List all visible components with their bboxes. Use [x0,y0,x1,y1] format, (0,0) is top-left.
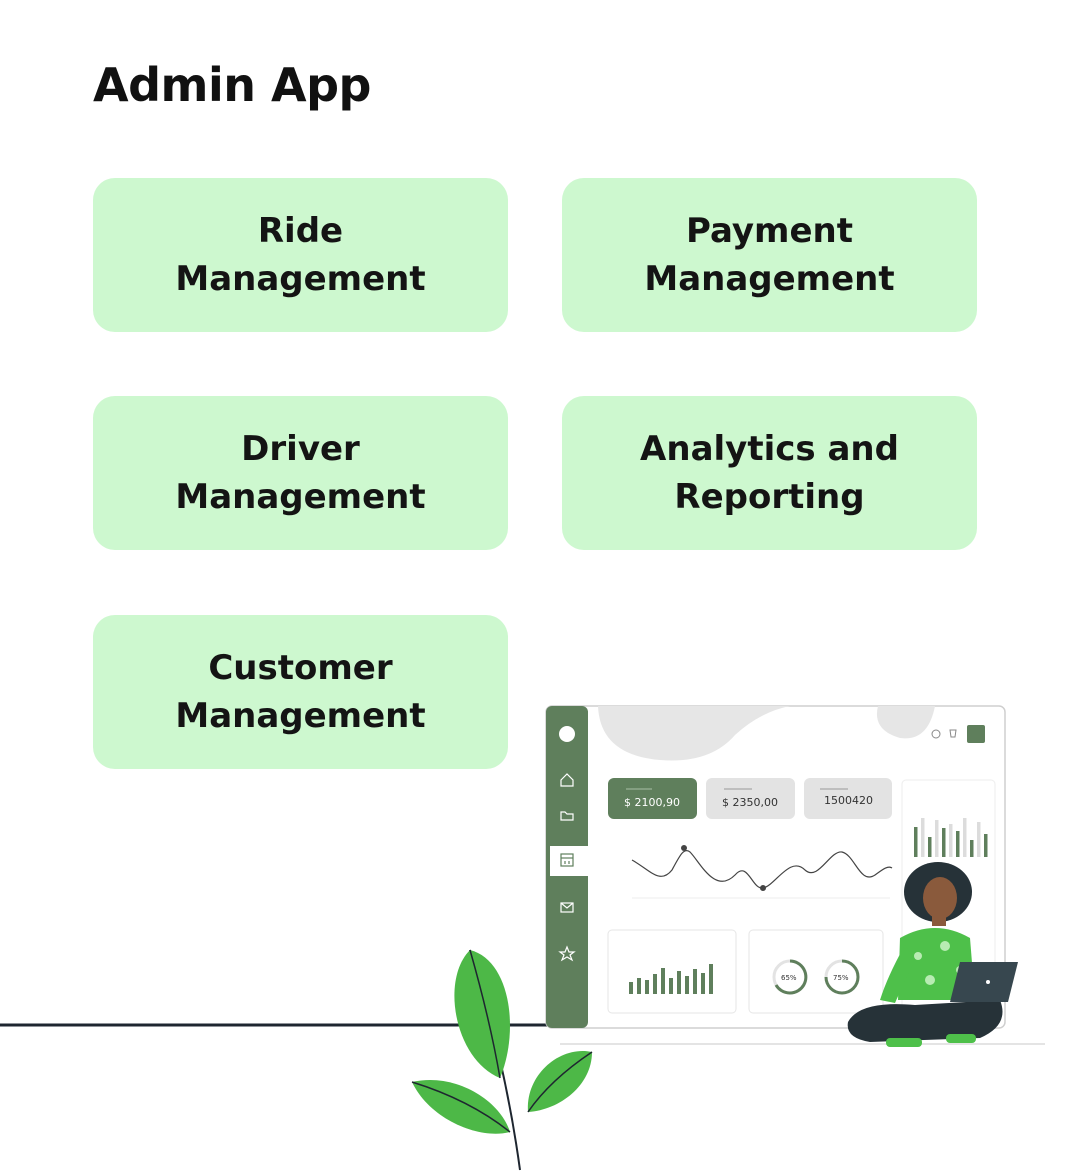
side-bar-chart [914,818,988,857]
star-icon [558,945,576,962]
feature-card-title-line2: Management [175,259,426,299]
gauge-label: 65% [781,974,797,982]
dashboard-window: $ 2100,90 $ 2350,00 1500420 [545,705,1006,1029]
illustration-canvas: $ 2100,90 $ 2350,00 1500420 [0,705,1045,1171]
woman-with-laptop [847,862,1018,1047]
feature-card-payment-management: Payment Management [562,178,977,332]
bar-chart [629,964,713,994]
feature-card-title-line1: Driver [241,429,360,469]
feature-card-driver-management: Driver Management [93,396,508,550]
avatar [559,726,575,742]
page-title: Admin App [93,58,371,112]
feature-card-title-line1: Customer [208,648,393,688]
line-chart [631,845,893,899]
feature-card-customer-management: Customer Management [93,615,508,769]
feature-card-title-line2: Management [175,477,426,517]
feature-card-title-line1: Analytics and [640,429,899,469]
feature-card-title-line1: Ride [257,211,344,251]
gauge-65: 65% [772,959,808,995]
bar-chart-card [607,929,737,1014]
kpi-card-active [608,778,697,819]
gauge-card [748,929,884,1014]
feature-card-title-line2: Management [644,259,895,299]
kpi-value: 1500420 [824,794,873,807]
plant-leaves [411,949,593,1171]
feature-card-title-line1: Payment [685,211,853,251]
kpi-value: $ 2350,00 [722,796,778,809]
feature-card-analytics-and-reporting: Analytics and Reporting [562,396,977,550]
mail-icon [560,902,574,913]
kpi-card [804,778,892,819]
kpi-value: $ 2100,90 [624,796,680,809]
calendar-icon [560,853,574,867]
decor-blob [876,706,935,739]
gauge-75: 75% [824,959,860,995]
dashboard-illustration: $ 2100,90 $ 2350,00 1500420 [0,700,1077,1171]
home-icon [560,773,574,787]
gear-icon [931,729,941,739]
profile-icon [967,725,985,743]
feature-card-title-line2: Management [175,696,426,736]
gauge-label: 75% [833,974,849,982]
bell-icon [949,729,957,738]
folder-icon [560,811,574,821]
feature-card-ride-management: Ride Management [93,178,508,332]
feature-card-title-line2: Reporting [674,477,865,517]
kpi-card [706,778,795,819]
decor-blob [598,706,790,761]
